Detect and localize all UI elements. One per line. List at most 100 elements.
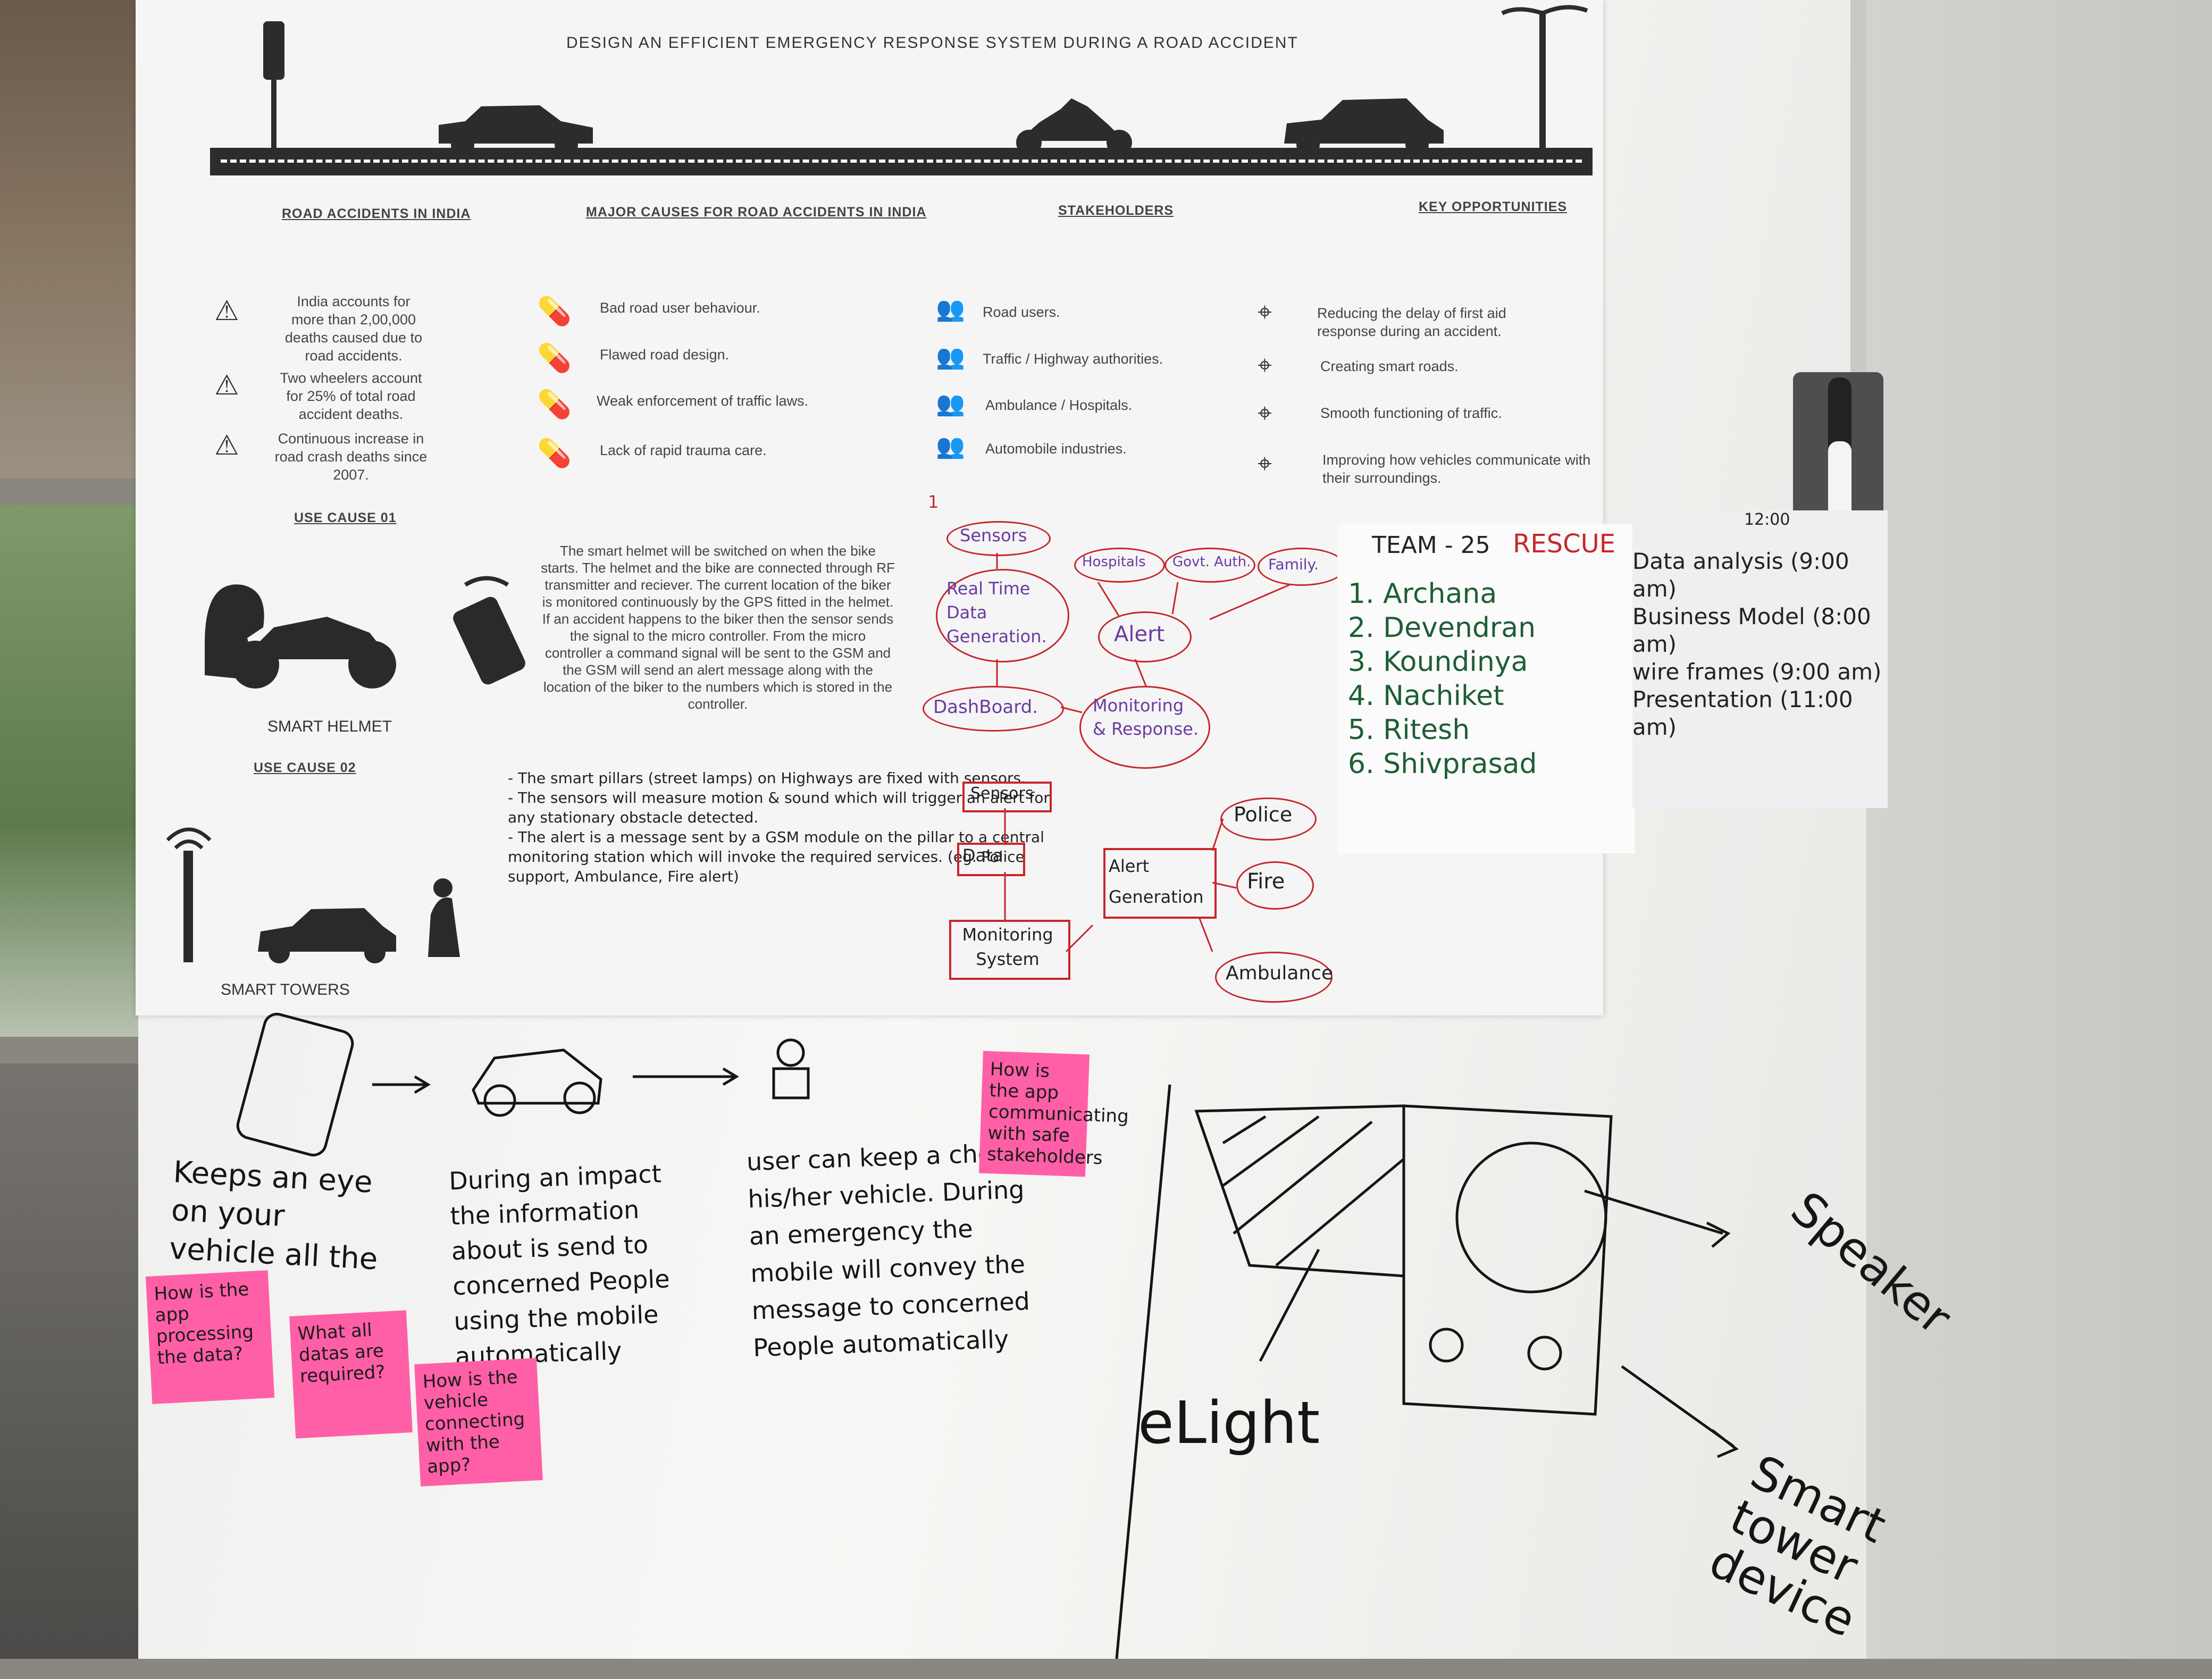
crash-icon: ⚠ [214, 370, 239, 401]
sticky-note: How is the app communicating with safe s… [979, 1051, 1129, 1177]
tower-icon [183, 851, 193, 962]
flow1-govt: Govt. Auth. [1172, 554, 1251, 570]
flow1-alert: Alert [1114, 622, 1165, 647]
header-major-causes: MAJOR CAUSES FOR ROAD ACCIDENTS IN INDIA [586, 205, 927, 220]
poster: DESIGN AN EFFICIENT EMERGENCY RESPONSE S… [136, 0, 1603, 1015]
road-accidents-item-1: India accounts for more than 2,00,000 de… [284, 293, 423, 364]
team-member: 6. Shivprasad [1348, 748, 1537, 780]
sticky-note: How is the vehicle connecting with the a… [414, 1358, 543, 1487]
team-name: RESCUE [1513, 529, 1616, 559]
stakeholder-item-3: Ambulance / Hospitals. [985, 397, 1133, 413]
team-member: 4. Nachiket [1348, 680, 1504, 712]
phone-icon [453, 597, 525, 685]
crash-icon: ⚠ [214, 430, 239, 461]
pills-icon: 💊 [537, 389, 572, 420]
flow2-monitoring: Monitoring System [962, 925, 1053, 969]
pills-icon: 💊 [537, 343, 572, 374]
road-accidents-item-3: Continuous increase in road crash deaths… [274, 431, 428, 483]
use-cause-01-description: The smart helmet will be switched on whe… [541, 543, 895, 712]
wall [1866, 0, 2212, 1659]
flow1-sensors: Sensors [960, 525, 1027, 545]
car-icon [258, 908, 396, 952]
sticky-note: What all datas are required? [289, 1310, 413, 1439]
team-member: 3. Koundinya [1348, 646, 1528, 678]
use-cause-01-header: USE CAUSE 01 [294, 510, 397, 525]
flow1-dashboard: DashBoard. [933, 696, 1038, 718]
road-accidents-item-2: Two wheelers account for 25% of total ro… [280, 370, 422, 422]
crashed-car-sketch-icon [472, 1048, 602, 1105]
schedule-item: Data analysis (9:00 am) [1632, 548, 1849, 602]
device-sketch [1402, 1104, 1613, 1416]
note-during-impact: During an impact the information about i… [448, 1159, 671, 1371]
schedule-items: Data analysis (9:00 am) Business Model (… [1632, 548, 1882, 741]
team-sheet: TEAM - 25 RESCUE 1. Archana 2. Devendran… [1337, 524, 1635, 853]
flow1-family: Family. [1268, 556, 1319, 573]
flow2-ambulance: Ambulance [1226, 962, 1334, 984]
schedule-time: 12:00 [1744, 510, 1790, 529]
road-scene [263, 5, 1588, 156]
smart-towers-illustration [166, 827, 460, 963]
cause-item-3: Weak enforcement of traffic laws. [597, 393, 809, 409]
schedule-item: wire frames (9:00 am) [1632, 659, 1882, 685]
flow2-sensors: Sensors [970, 784, 1034, 803]
smart-towers-caption: SMART TOWERS [221, 981, 350, 998]
road-markings [221, 159, 1582, 163]
team-member: 2. Devendran [1348, 612, 1536, 644]
note-line: - The smart pillars (street lamps) on Hi… [508, 769, 1026, 787]
flow2-data: Data [962, 845, 1003, 866]
cause-item-2: Flawed road design. [600, 347, 730, 363]
binoculars-icon: ⌖ [1258, 298, 1272, 326]
note-line: - The sensors will measure motion & soun… [508, 789, 1050, 826]
stakeholder-item-2: Traffic / Highway authorities. [983, 351, 1163, 367]
flow1-monitoring: Monitoring & Response. [1093, 695, 1199, 739]
stakeholder-item-1: Road users. [983, 304, 1060, 320]
flow-number: 1 [928, 492, 939, 512]
people-icon: 👥 [936, 433, 965, 459]
flow2-alert-generation: Alert Generation [1109, 856, 1204, 907]
flow1-realtime: Real Time Data Generation. [946, 578, 1047, 647]
schedule-item: Presentation (11:00 am) [1632, 686, 1853, 740]
opportunity-item-2: Creating smart roads. [1320, 358, 1459, 374]
pills-icon: 💊 [537, 296, 572, 327]
binoculars-icon: ⌖ [1258, 351, 1272, 380]
street-lamp-icon [1539, 11, 1546, 149]
cause-item-1: Bad road user behaviour. [600, 300, 760, 316]
header-stakeholders: STAKEHOLDERS [1058, 203, 1174, 218]
team-members: 1. Archana 2. Devendran 3. Koundinya 4. … [1348, 577, 1537, 781]
team-label: TEAM - 25 [1372, 532, 1490, 559]
use-cause-02-header: USE CAUSE 02 [254, 760, 356, 775]
flow2-arrows [1004, 808, 1237, 953]
team-member: 5. Ritesh [1348, 714, 1470, 746]
people-icon: 👥 [936, 296, 965, 322]
schedule-sheet: 12:00 Data analysis (9:00 am) Business M… [1632, 510, 1888, 808]
flow2-police: Police [1234, 803, 1293, 826]
smart-helmet-illustration [205, 576, 525, 689]
use-cause-02-notes: - The smart pillars (street lamps) on Hi… [508, 768, 1050, 886]
traffic-light-icon [263, 21, 284, 80]
sticky-note: How is the app processing the data? [145, 1270, 275, 1404]
note-light: eLight [1138, 1389, 1320, 1457]
poster-title: DESIGN AN EFFICIENT EMERGENCY RESPONSE S… [566, 34, 1298, 52]
flow2-fire: Fire [1247, 869, 1285, 894]
opportunity-item-1: Reducing the delay of first aid response… [1317, 305, 1506, 339]
phone-sketch-icon [236, 1012, 354, 1157]
crash-icon: ⚠ [214, 296, 239, 326]
opportunity-item-3: Smooth functioning of traffic. [1320, 405, 1502, 421]
traffic-officer-icon [428, 897, 460, 957]
people-icon: 👥 [936, 391, 965, 417]
note-line: - The alert is a message sent by a GSM m… [508, 828, 1044, 885]
car-icon [439, 105, 593, 144]
user-sketch-icon [772, 1067, 810, 1099]
opportunity-item-4: Improving how vehicles communicate with … [1322, 452, 1591, 486]
schedule-item: Business Model (8:00 am) [1632, 603, 1871, 657]
header-road-accidents: ROAD ACCIDENTS IN INDIA [282, 206, 471, 221]
flow1-hospitals: Hospitals [1082, 554, 1146, 570]
people-icon: 👥 [936, 344, 965, 370]
flow1-arrows [996, 553, 1290, 713]
cause-item-4: Lack of rapid trauma care. [600, 442, 767, 458]
suv-icon [1284, 98, 1444, 144]
motorbike-icon [1018, 98, 1125, 141]
stakeholder-item-4: Automobile industries. [985, 441, 1127, 457]
binoculars-icon: ⌖ [1258, 399, 1272, 427]
motorbike-icon [242, 617, 391, 659]
